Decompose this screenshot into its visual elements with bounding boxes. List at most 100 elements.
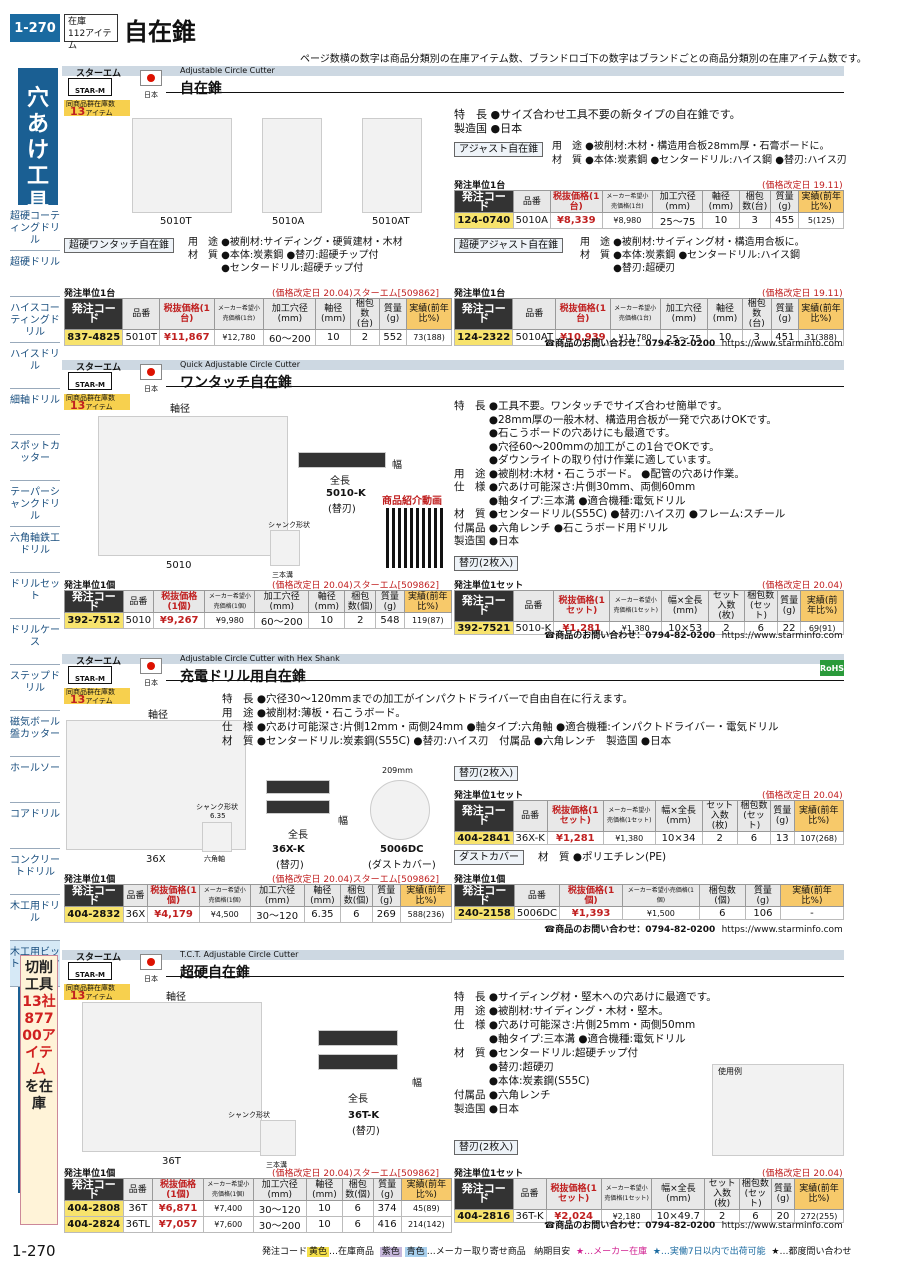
country-label: 日本 [144,679,158,687]
part-no: 36T [122,1200,154,1217]
category-label: 同商品群在庫数 [66,688,115,696]
mass: 20 [770,1209,796,1223]
col-shaft: 軸径(mm) [303,884,342,907]
sidebar-nav: 超硬コーティングドリル超硬ドリルハイスコーティングドリルハイスドリル細軸ドリルス… [10,205,60,987]
contact-url[interactable]: https://www.starminfo.com [721,339,843,349]
shank-label: シャンク形状 [228,1111,270,1119]
stock: 214(142) [400,1216,453,1233]
sidebar-item-4[interactable]: 細軸ドリル [10,389,60,435]
col-code: 発注コード [64,884,124,907]
col-code: 発注コード [454,1178,514,1210]
order-code[interactable]: 837-4825 [63,329,124,346]
col-shaft: 軸径(mm) [315,298,352,330]
contact-phone: ☎商品のお問い合わせ：0794-82-0200 [544,631,716,641]
order-code[interactable]: 404-2832 [64,906,124,923]
sidebar-item-14[interactable]: コンクリートドリル [10,849,60,895]
order-code[interactable]: 392-7521 [454,621,514,635]
sidebar-item-6[interactable]: テーパーシャンクドリル [10,481,60,527]
col-part: 品番 [122,884,149,907]
sidebar-item-13[interactable]: コアドリル [10,803,60,849]
order-code[interactable]: 404-2824 [64,1216,124,1233]
mass: 552 [378,329,408,346]
mass: 269 [371,906,402,923]
video-label: 商品紹介動画 [382,496,442,507]
section-tct-adjustable: スターエム STAR-M 日本 T.C.T. Adjustable Circle… [62,950,844,1240]
brand-logo: STAR-M [68,666,112,684]
col-size: 幅×全長(mm) [651,1178,706,1210]
brand-name: スターエム [76,363,122,373]
country-label: 日本 [144,385,158,393]
sidebar-item-5[interactable]: スポットカッター [10,435,60,481]
shank-dim: 6.35 [210,812,226,820]
col-size: 幅×全長(mm) [654,800,703,832]
col-part: 品番 [122,298,161,330]
country-label: 日本 [144,975,158,983]
contact-url[interactable]: https://www.starminfo.com [721,1221,843,1231]
contact-url[interactable]: https://www.starminfo.com [721,631,843,641]
col-price: 税抜価格(1個) [153,590,206,613]
order-code[interactable]: 392-7512 [64,612,124,629]
category-stock: 同商品群在庫数13アイテム [64,984,130,1001]
mass: 374 [372,1200,402,1217]
spec-line: 特 長 ●穴径30～120mmまでの加工がインパクトドライバーで自由自在に行えま… [222,693,633,705]
blade-photo [266,800,330,814]
shank-diagram [270,530,300,566]
subheading: アジャスト自在錐 [454,142,544,157]
sidebar-item-9[interactable]: ドリルケース [10,619,60,665]
order-code[interactable]: 404-2841 [454,831,514,845]
qr-code-icon[interactable] [386,508,446,568]
feature-spec: 特 長 ●工具不要。ワンタッチでサイズ合わせ簡単です。 ●28mm厚の一般木材、… [454,400,785,549]
order-code[interactable]: 124-0740 [454,212,514,229]
spec-line: ●本体:炭素鋼(S55C) [454,1075,590,1087]
col-mass: 質量(g) [770,800,795,832]
spec-line: ●石こうボードの穴あけにも最適です。 [454,427,676,439]
sidebar-item-12[interactable]: ホールソー [10,757,60,803]
col-list: メーカー希望小売価格(1台) [601,190,654,213]
brand-bar [62,654,844,664]
list-price: ¥7,600 [203,1216,254,1233]
col-pack: 梱包数(個) [341,1178,374,1201]
col-code: 発注コード [64,590,124,613]
price: ¥9,267 [153,612,206,629]
sidebar-item-0[interactable]: 超硬コーティングドリル [10,205,60,251]
sidebar-item-3[interactable]: ハイスドリル [10,343,60,389]
order-code[interactable]: 124-2322 [453,329,514,346]
sidebar-item-1[interactable]: 超硬ドリル [10,251,60,297]
col-qty: セット入数(枚) [701,800,738,832]
order-code[interactable]: 404-2816 [454,1209,514,1223]
contact-url[interactable]: https://www.starminfo.com [721,925,843,935]
shank-type: 三本溝 [272,571,293,579]
col-stock: 実績(前年比%) [798,298,844,330]
legend-7days: ★…実働7日以内で出荷可能 [652,1247,766,1257]
spec-line: ●替刃:超硬刃 [580,263,676,274]
spec-line: 特 長 ●工具不要。ワンタッチでサイズ合わせ簡単です。 [454,400,728,412]
sidebar-item-11[interactable]: 磁気ボール盤カッター [10,711,60,757]
subheading: 替刃(2枚入) [454,766,519,781]
pack: 6 [738,1209,772,1223]
order-code[interactable]: 240-2158 [454,906,515,920]
divider [166,92,844,93]
order-unit: 発注単位1個 [64,1169,116,1179]
pack: 2 [350,329,380,346]
size: 10×49.7 [651,1209,706,1223]
feature-spec: 特 長 ●サイディング材・堅木への穴あけに最適です。用 途 ●被削材:サイディン… [454,990,717,1116]
price-revision: (価格改定日 20.04)スターエム[509862] [272,581,440,591]
sidebar-item-7[interactable]: 六角軸鉄工ドリル [10,527,60,573]
dust-cover-table: 発注コード品番税抜価格(1個)メーカー希望小売価格(1個)梱包数(個)質量(g)… [454,884,845,920]
order-code[interactable]: 404-2808 [64,1200,124,1217]
length-label: 全長 [348,1094,368,1105]
col-pack: 梱包数(台) [738,190,771,213]
sidebar-item-2[interactable]: ハイスコーティングドリル [10,297,60,343]
category-unit: アイテム [85,403,113,411]
brand-bar [62,950,844,960]
sidebar-item-8[interactable]: ドリルセット [10,573,60,619]
col-price: 税抜価格(1個) [152,1178,205,1201]
sidebar-item-15[interactable]: 木工用ドリル [10,895,60,941]
sidebar-item-10[interactable]: ステップドリル [10,665,60,711]
category-unit: アイテム [85,109,113,117]
contact-phone: ☎商品のお問い合わせ：0794-82-0200 [544,339,716,349]
col-part: 品番 [122,1178,154,1201]
